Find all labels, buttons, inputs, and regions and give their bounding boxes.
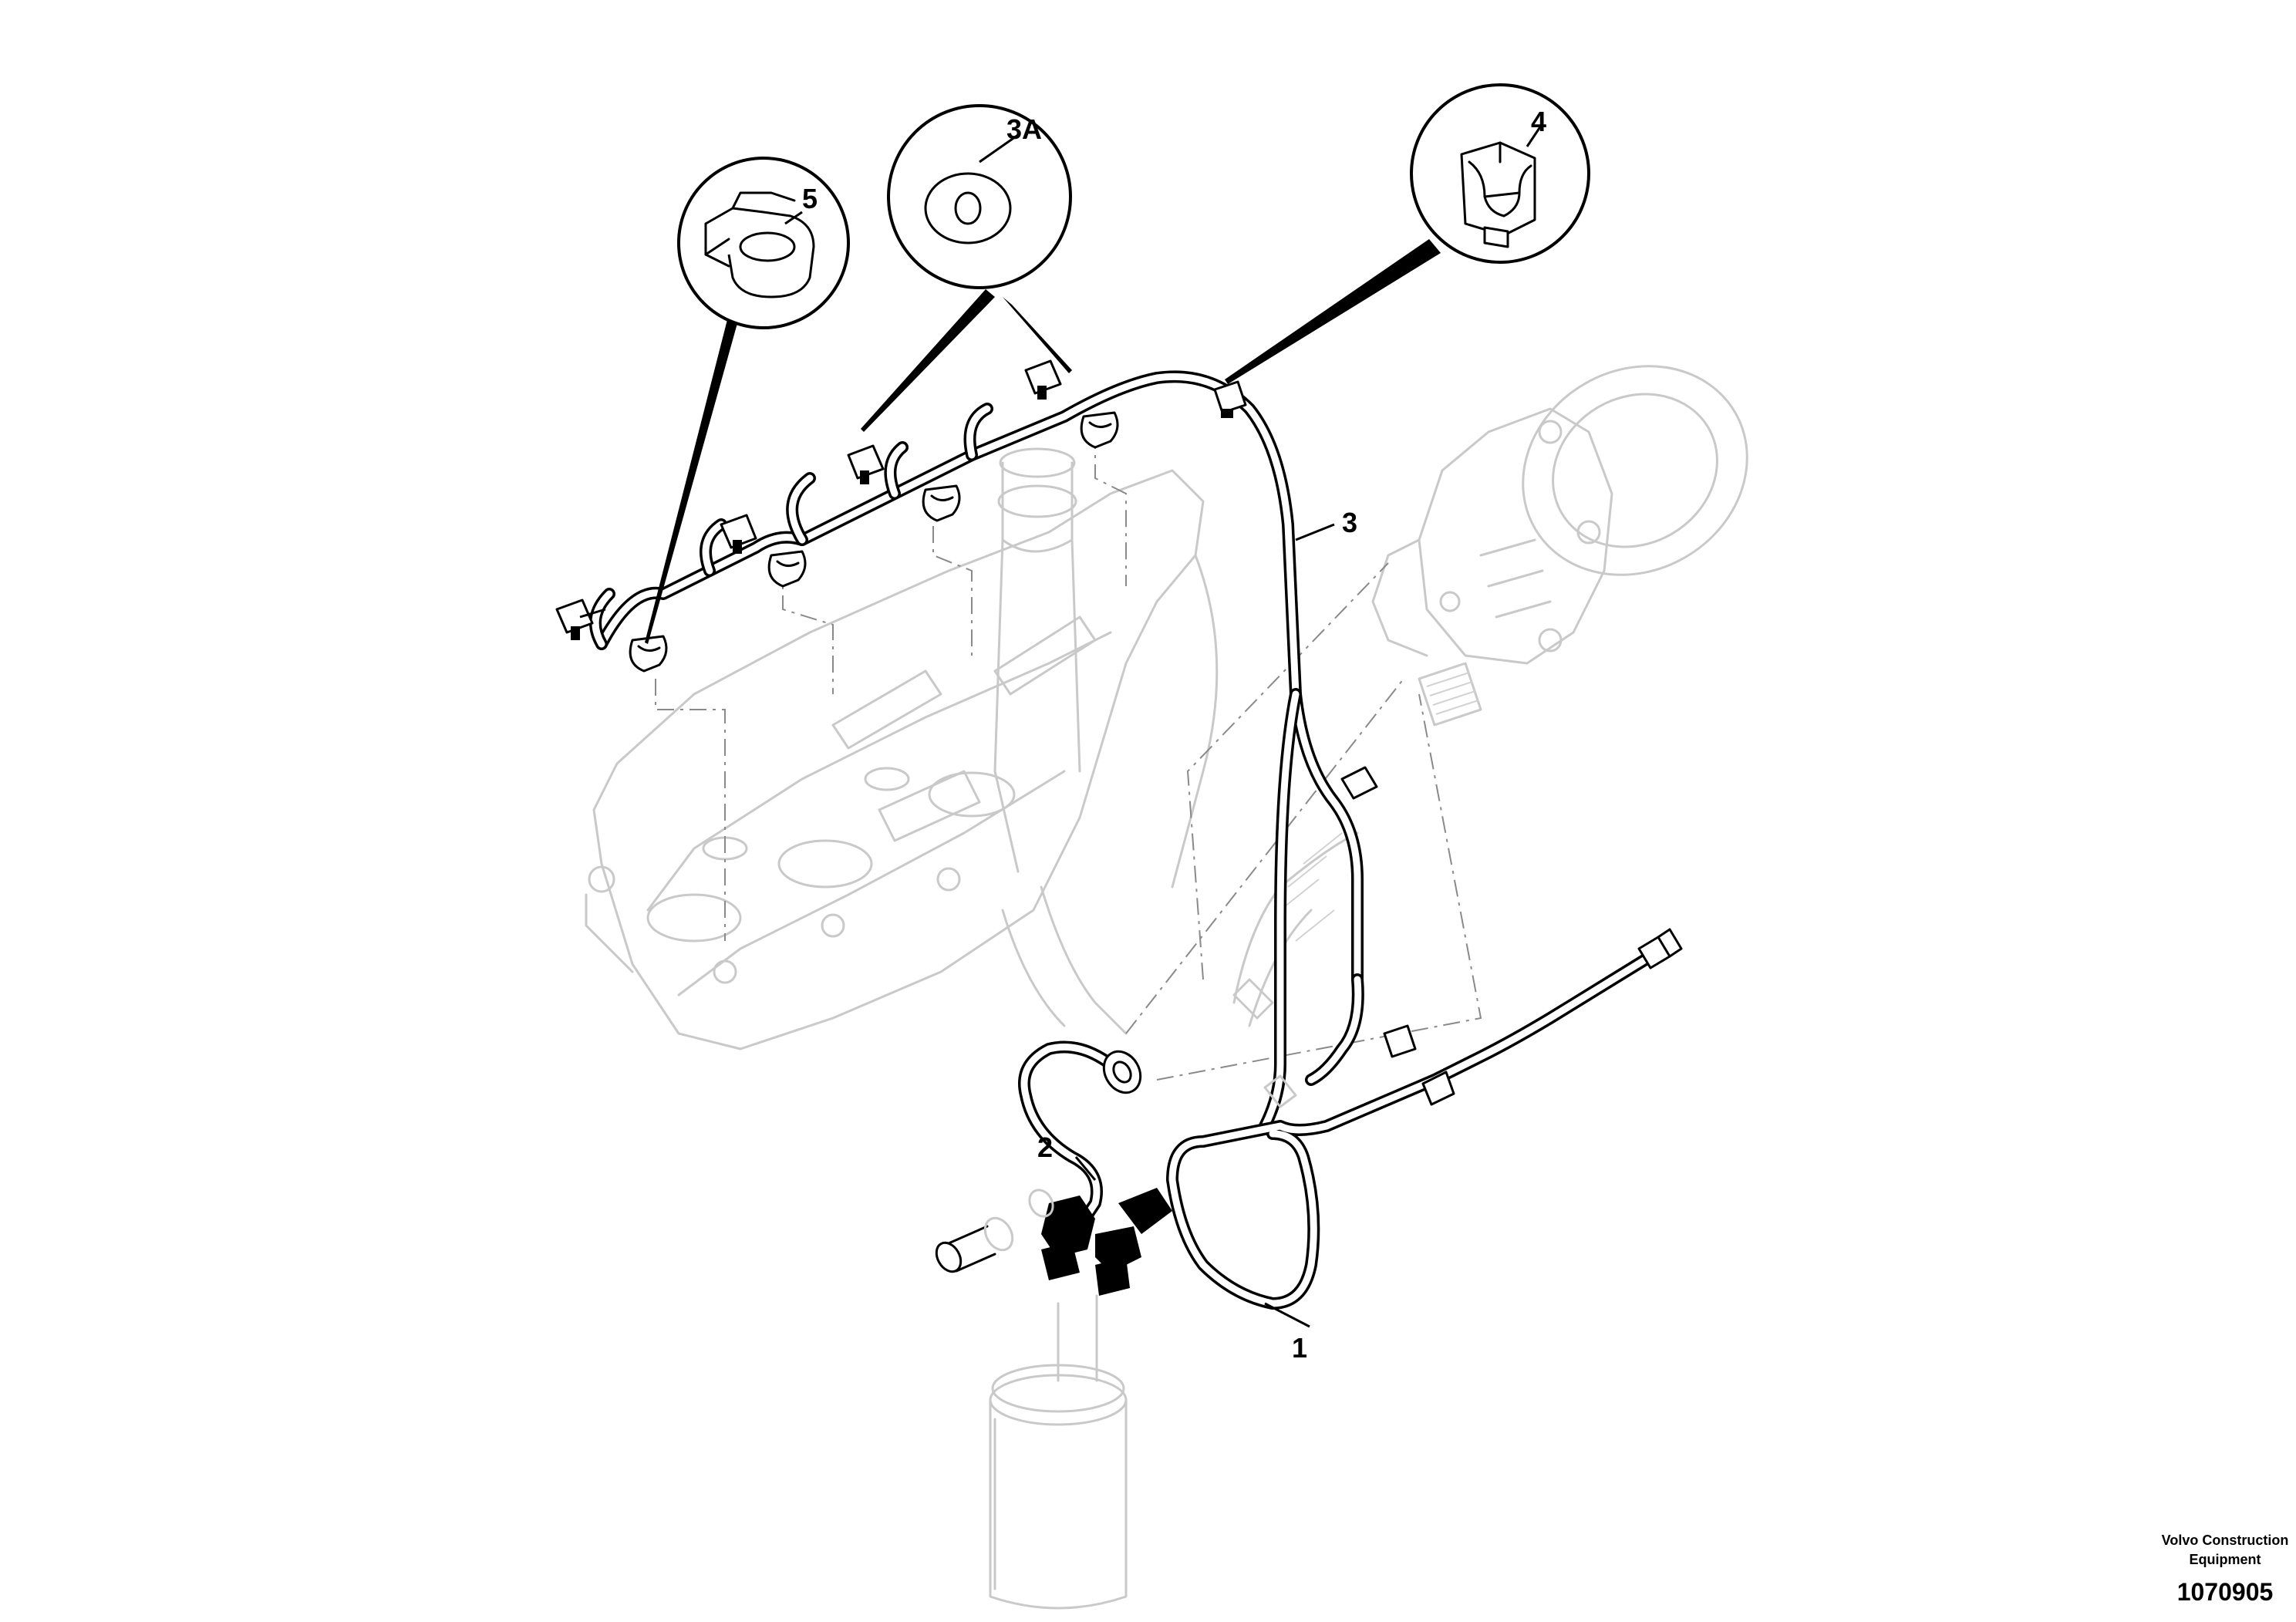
banjo-connector <box>1024 359 1062 400</box>
filter-head-connectors <box>1041 1188 1172 1296</box>
detail-bubble-5 <box>677 157 850 329</box>
figure-number: 1070905 <box>2177 1578 2274 1606</box>
clamp <box>629 635 668 673</box>
banjo-connector <box>847 444 885 484</box>
injection-pump-ghost <box>1371 365 1748 727</box>
injector-branches <box>555 359 1119 673</box>
loose-fittings <box>935 978 1297 1273</box>
footer-company-line1: Volvo Construction <box>2162 1533 2289 1548</box>
footer-company-line2: Equipment <box>2190 1552 2261 1567</box>
detail-bubble-4 <box>1410 83 1590 264</box>
banjo-connector <box>555 599 606 640</box>
clamp <box>767 550 807 588</box>
return-pipe-3 <box>595 370 1417 1132</box>
callout-leaders <box>784 211 1335 1328</box>
clamp <box>922 484 961 522</box>
callout-3a: 3A <box>1006 113 1042 145</box>
detail-bubble-3a <box>887 104 1072 289</box>
feed-pipe-1 <box>1166 928 1683 1310</box>
callout-2: 2 <box>1037 1131 1053 1163</box>
clamp <box>1080 411 1119 449</box>
fuel-filter-ghost <box>989 1294 1128 1610</box>
callout-3: 3 <box>1342 507 1357 538</box>
callout-1: 1 <box>1292 1332 1307 1364</box>
bubble-leaders <box>645 239 1441 644</box>
pipe-2 <box>1018 1040 1142 1233</box>
callout-4: 4 <box>1531 106 1546 137</box>
banjo-connector <box>720 514 757 554</box>
callout-5: 5 <box>802 183 818 214</box>
